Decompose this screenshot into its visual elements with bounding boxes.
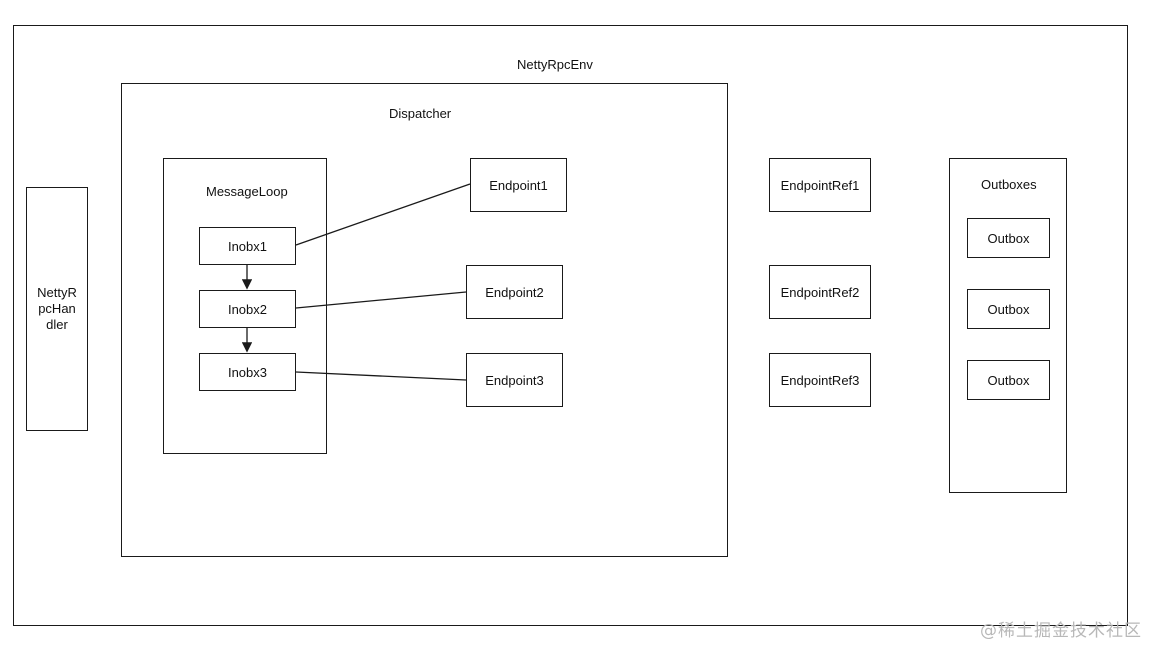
endpoint-3-label: Endpoint3 — [485, 372, 544, 388]
inbox-1-label: Inobx1 — [227, 238, 268, 254]
endpoint-2: Endpoint2 — [466, 265, 563, 319]
outbox-3: Outbox — [967, 360, 1050, 400]
outbox-1-label: Outbox — [987, 230, 1030, 246]
endpoint-ref-2: EndpointRef2 — [769, 265, 871, 319]
outbox-1: Outbox — [967, 218, 1050, 258]
inbox-1: Inobx1 — [199, 227, 296, 265]
inbox-2: Inobx2 — [199, 290, 296, 328]
outbox-2-label: Outbox — [987, 301, 1030, 317]
link-inbox2-endpoint2 — [295, 291, 467, 309]
outboxes-label: Outboxes — [981, 177, 1037, 192]
inbox-3: Inobx3 — [199, 353, 296, 391]
message-loop-label: MessageLoop — [206, 184, 288, 199]
dispatcher-label: Dispatcher — [389, 106, 452, 121]
endpoint-ref-1-label: EndpointRef1 — [780, 177, 860, 193]
endpoint-1: Endpoint1 — [470, 158, 567, 212]
netty-rpc-env-label: NettyRpcEnv — [517, 57, 593, 72]
endpoint-2-label: Endpoint2 — [485, 284, 544, 300]
watermark-text: @稀土掘金技术社区 — [980, 621, 1142, 641]
outbox-3-label: Outbox — [987, 372, 1030, 388]
netty-rpc-handler-label: NettyRpcHandler — [37, 285, 77, 332]
endpoint-ref-3-label: EndpointRef3 — [780, 372, 860, 388]
link-inbox1-endpoint1 — [295, 183, 471, 246]
endpoint-1-label: Endpoint1 — [489, 177, 548, 193]
endpoint-ref-3: EndpointRef3 — [769, 353, 871, 407]
endpoint-3: Endpoint3 — [466, 353, 563, 407]
link-inbox3-endpoint3 — [295, 371, 467, 381]
netty-rpc-handler-box: NettyRpcHandler — [26, 187, 88, 431]
inbox-2-label: Inobx2 — [227, 301, 268, 317]
endpoint-ref-1: EndpointRef1 — [769, 158, 871, 212]
outbox-2: Outbox — [967, 289, 1050, 329]
inbox-3-label: Inobx3 — [227, 364, 268, 380]
endpoint-ref-2-label: EndpointRef2 — [780, 284, 860, 300]
